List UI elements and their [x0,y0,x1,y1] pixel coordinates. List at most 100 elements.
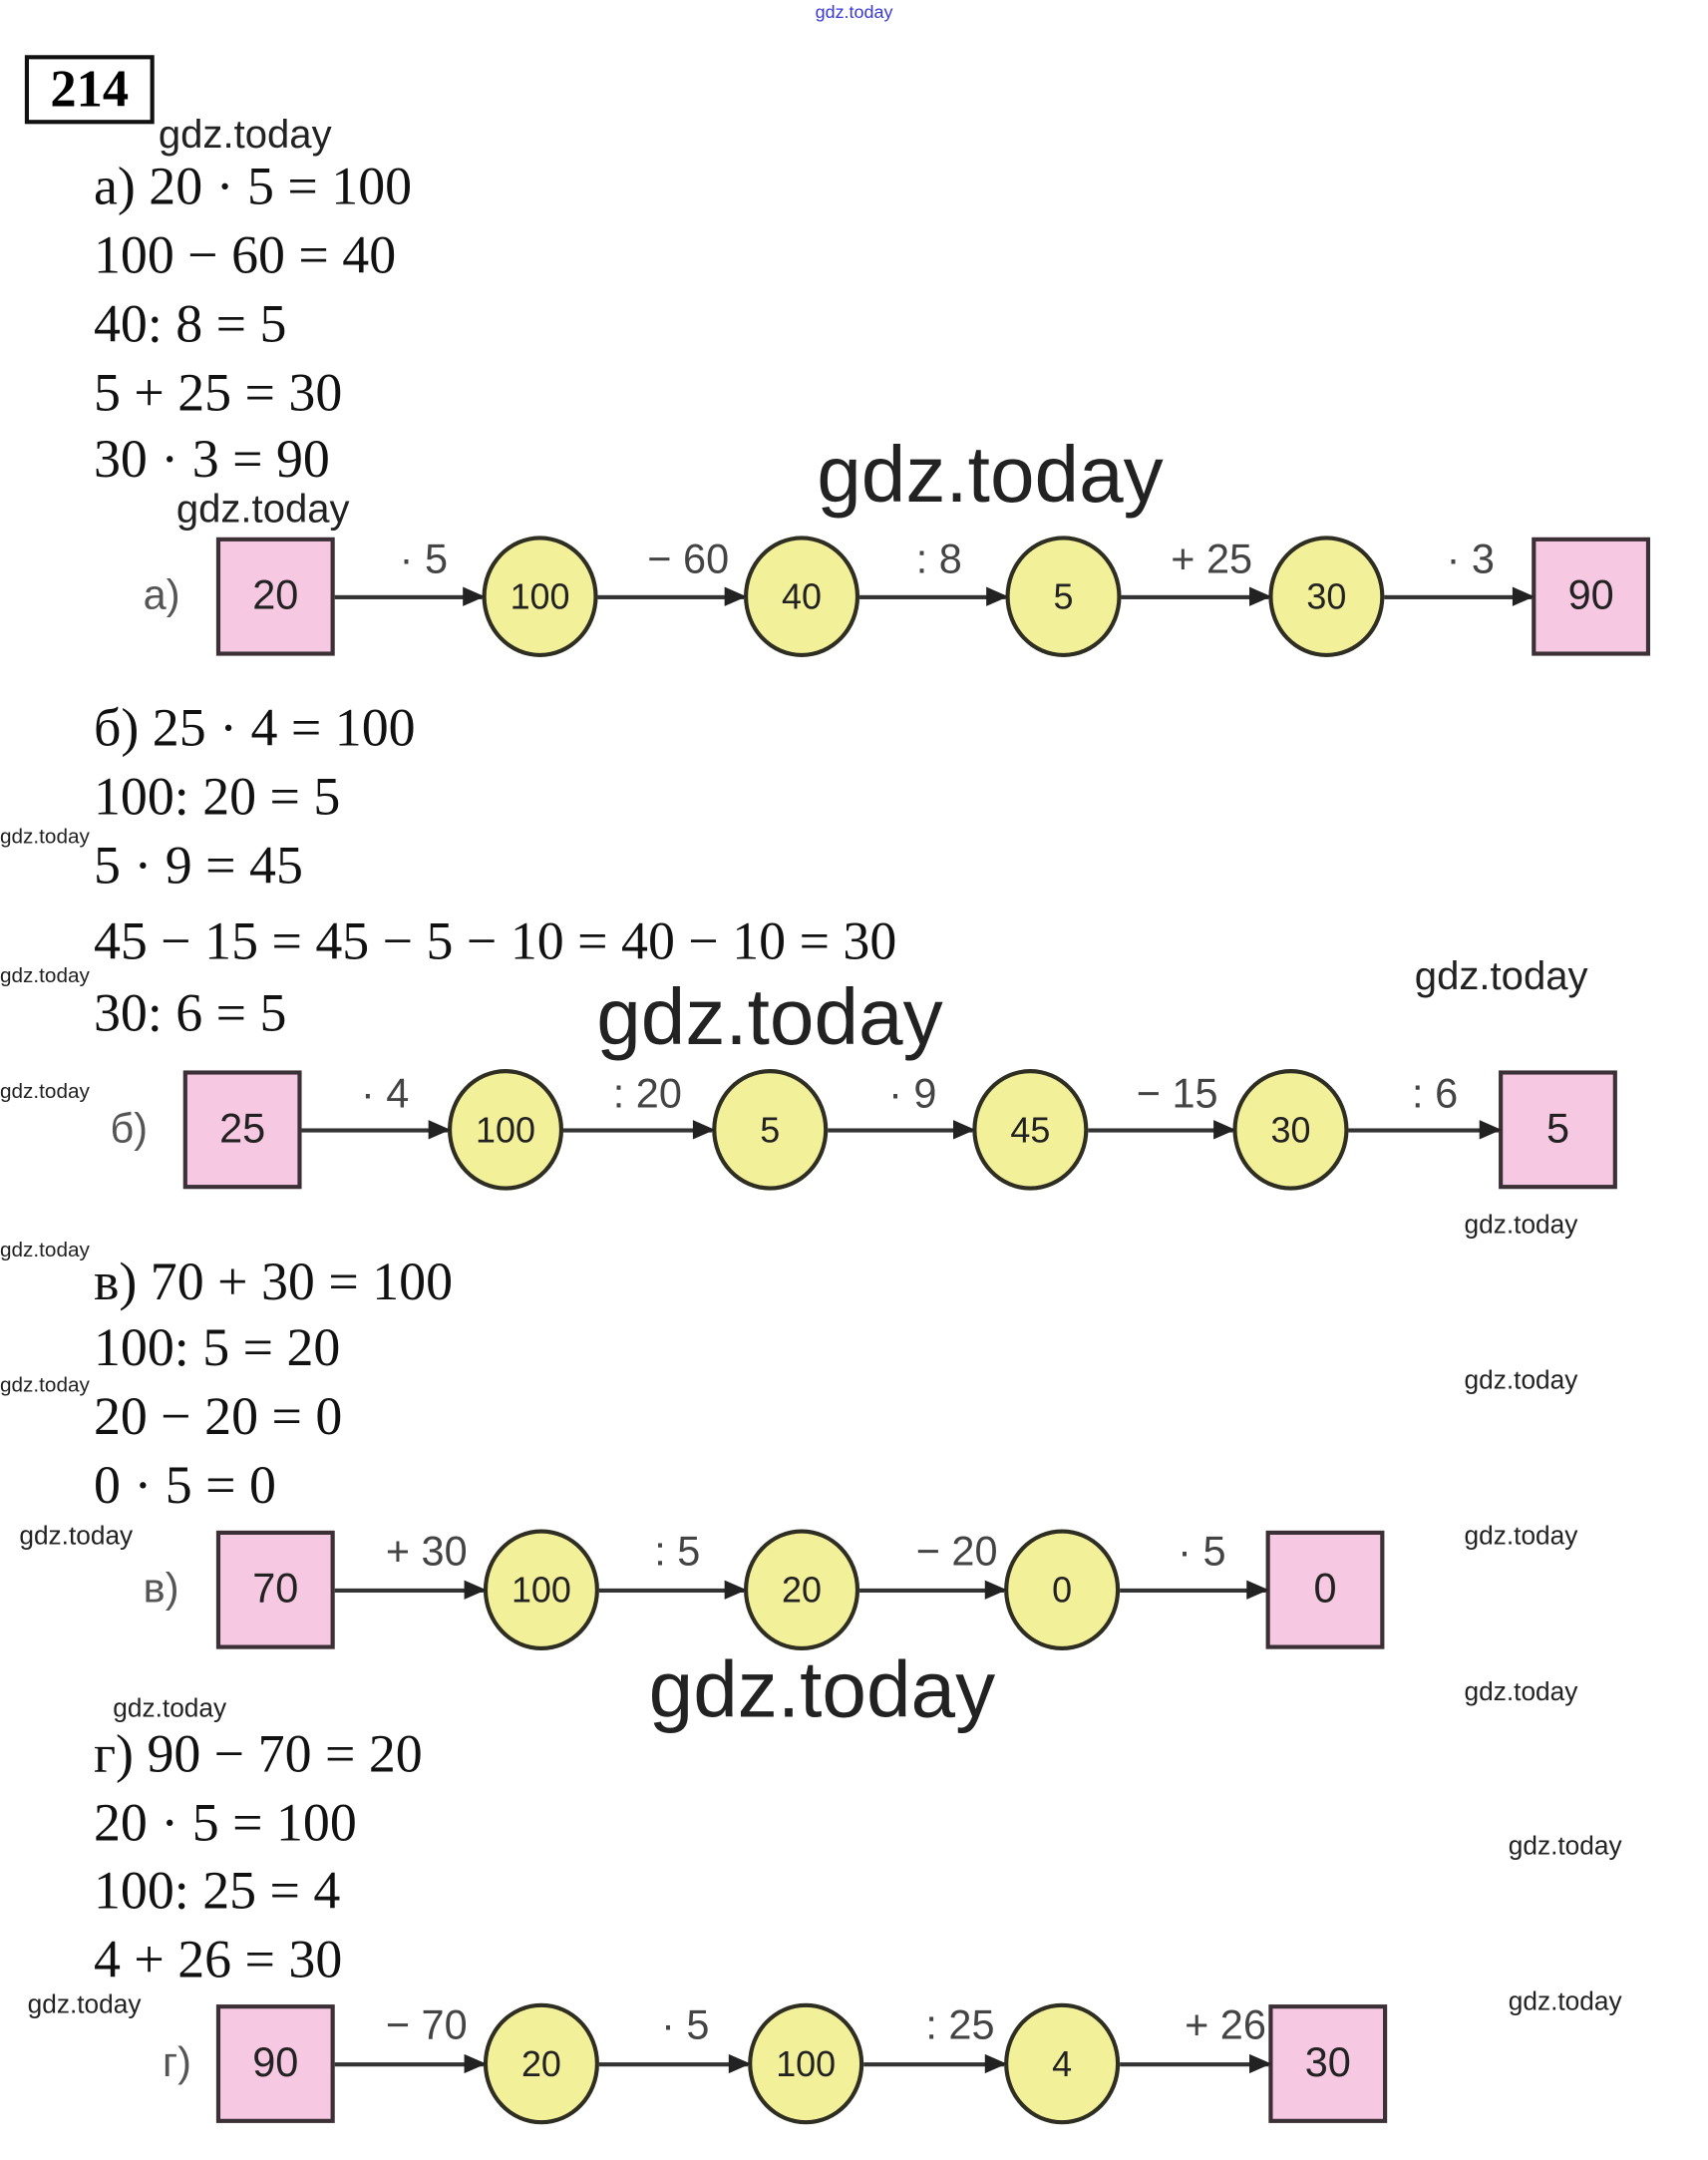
value-circle: 40 [744,536,860,657]
arrow [598,1580,747,1600]
diagram-label: г) [163,2040,191,2086]
arrow [1120,1580,1269,1600]
equation: 20 · 5 = 100 [93,1793,357,1854]
operation-label: : 20 [612,1071,682,1118]
operation-label: · 4 [360,1071,410,1118]
equation: 0 · 5 = 0 [93,1456,276,1516]
watermark: gdz.today [1464,1211,1578,1241]
operation-label: : 8 [915,537,962,583]
arrow [1088,1120,1236,1140]
equation: 5 + 25 = 30 [93,363,343,424]
arrow [1384,586,1535,606]
value-circle: 0 [1004,1529,1121,1651]
equation: а) 20 · 5 = 100 [93,157,413,216]
value-circle: 100 [483,1529,599,1651]
watermark: gdz.today [113,1694,227,1724]
operation-label: · 5 [661,2002,710,2049]
operation-label: + 25 [1171,537,1253,583]
watermark: gdz.today [1414,954,1588,999]
operation-label: − 15 [1136,1071,1218,1118]
watermark: gdz.today [19,1522,134,1552]
equation: б) 25 · 4 = 100 [93,698,416,758]
equation: 30: 6 = 5 [93,983,287,1043]
arrow [1121,586,1272,606]
value-square: 90 [1532,537,1651,656]
value-square: 25 [182,1070,302,1190]
watermark: gdz.today [0,964,90,988]
value-square: 30 [1268,2004,1388,2123]
equation: 40: 8 = 5 [93,294,287,355]
watermark: gdz.today [0,1080,90,1104]
diagram-label: а) [143,572,180,619]
operation-label: + 26 [1185,2002,1266,2049]
value-circle: 5 [1005,536,1122,657]
value-square: 70 [215,1530,335,1649]
watermark: gdz.today [1464,1366,1578,1396]
diagram-label: в) [143,1566,179,1613]
arrow [859,1580,1007,1600]
arrow [598,2053,751,2074]
equation: 100: 20 = 5 [93,767,341,827]
watermark: gdz.today [175,488,350,533]
value-circle: 100 [748,2002,864,2125]
equation: 20 − 20 = 0 [93,1387,343,1447]
value-circle: 4 [1004,2002,1121,2125]
value-circle: 45 [972,1069,1089,1191]
equation: 5 · 9 = 45 [93,836,303,896]
operation-label: − 60 [647,537,730,583]
arrow [597,586,747,606]
watermark: gdz.today [817,430,1164,520]
watermark: gdz.today [27,1990,142,2020]
value-circle: 20 [483,2002,599,2125]
watermark: gdz.today [158,113,332,158]
value-circle: 100 [447,1069,564,1191]
exercise-number: 214 [24,55,155,125]
operation-label: · 9 [888,1071,937,1118]
watermark: gdz.today [1508,1987,1622,2017]
watermark: gdz.today [648,1644,996,1735]
value-square: 90 [215,2004,335,2123]
arrow [334,1580,487,1600]
operation-label: : 6 [1412,1071,1459,1118]
equation: г) 90 − 70 = 20 [93,1724,423,1785]
equation: в) 70 + 30 = 100 [93,1252,454,1312]
arrow [334,2053,487,2074]
top-watermark: gdz.today [815,1,893,23]
watermark: gdz.today [1508,1832,1622,1862]
diagram-label: б) [110,1106,149,1152]
watermark: gdz.today [0,825,90,850]
arrow [863,2053,1007,2074]
operation-label: : 25 [925,2002,995,2049]
watermark: gdz.today [0,1373,90,1397]
watermark: gdz.today [1464,1522,1578,1552]
value-circle: 100 [482,536,598,657]
equation: 100 − 60 = 40 [93,225,397,285]
operation-label: : 5 [654,1529,701,1576]
arrow [334,586,486,606]
arrow [859,586,1009,606]
watermark: gdz.today [0,1238,90,1262]
value-circle: 30 [1268,536,1385,657]
equation: 4 + 26 = 30 [93,1930,343,1989]
value-square: 0 [1265,1530,1385,1649]
arrow [301,1120,451,1140]
arrow [828,1120,976,1140]
value-square: 20 [215,537,335,656]
equation: 45 − 15 = 45 − 5 − 10 = 40 − 10 = 30 [93,911,897,971]
arrow [1348,1120,1502,1140]
value-circle: 5 [712,1069,829,1191]
equation: 30 · 3 = 90 [93,430,330,490]
watermark: gdz.today [1464,1677,1578,1707]
arrow [563,1120,715,1140]
value-circle: 20 [744,1529,860,1651]
operation-label: + 30 [385,1529,468,1576]
operation-label: · 3 [1446,537,1495,583]
watermark: gdz.today [596,972,943,1063]
operation-label: − 20 [915,1529,998,1576]
value-circle: 30 [1232,1069,1349,1191]
equation: 100: 25 = 4 [93,1861,341,1921]
equation: 100: 5 = 20 [93,1318,341,1378]
value-square: 5 [1499,1070,1617,1190]
operation-label: − 70 [385,2002,468,2049]
